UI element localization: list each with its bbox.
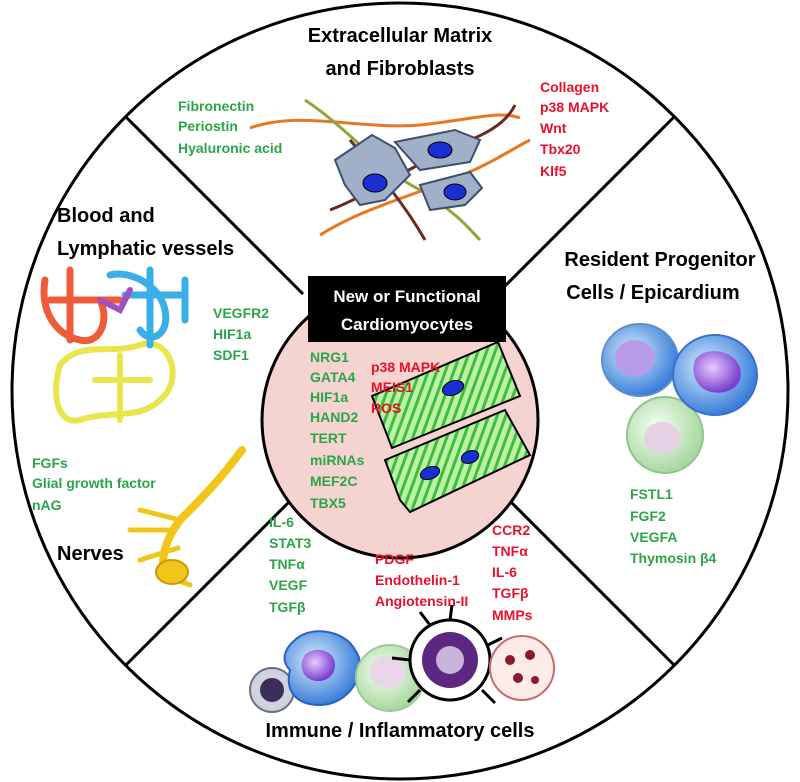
factor-label: MEIS1 [371,379,413,395]
factor-label: CCR2 [492,522,530,538]
factor-label: Hyaluronic acid [178,140,282,156]
progenitor-title-line1: Resident Progenitor [564,249,755,271]
center-green-factors: NRG1 GATA4 HIF1a HAND2 TERT miRNAs MEF2C… [310,349,365,511]
factor-label: VEGFA [630,529,677,545]
center-title-line1: New or Functional [333,287,480,306]
factor-label: Thymosin β4 [630,550,717,566]
ecm-red-factors: Collagen p38 MAPK Wnt Tbx20 Klf5 [540,79,609,179]
factor-label: HAND2 [310,409,358,425]
factor-label: PDGF [375,551,414,567]
factor-label: TGFβ [269,599,306,615]
factor-label: nAG [32,497,62,513]
blood-title-line2: Lymphatic vessels [57,238,234,260]
divider-line [124,486,305,667]
factor-label: TERT [310,430,347,446]
immune-red-factors-a: PDGF Endothelin-1 Angiotensin-II [375,551,468,609]
factor-label: FGFs [32,455,68,471]
immune-red-factors-b: CCR2 TNFα IL-6 TGFβ MMPs [492,522,533,623]
factor-label: Glial growth factor [32,475,156,491]
blood-title-line1: Blood and [57,205,155,227]
immune-green-factors: IL-6 STAT3 TNFα VEGF TGFβ [269,514,311,615]
center-red-factors: p38 MAPK MEIS1 ROS [371,359,440,416]
blood-green-factors: VEGFR2 HIF1a SDF1 [213,305,269,363]
vessel-illustration [40,266,189,424]
factor-label: VEGF [269,577,308,593]
factor-label: GATA4 [310,369,356,385]
nerves-title: Nerves [57,543,124,565]
factor-label: TNFα [269,556,305,572]
factor-label: FSTL1 [630,486,673,502]
immune-title: Immune / Inflammatory cells [266,720,535,742]
factor-label: ROS [371,400,401,416]
progenitor-title-line2: Cells / Epicardium [566,282,739,304]
factor-label: Fibronectin [178,98,254,114]
factor-label: TBX5 [310,495,346,511]
factor-label: Tbx20 [540,141,581,157]
ecm-title-line2: and Fibroblasts [326,58,475,80]
nerves-green-factors: FGFs Glial growth factor nAG [32,455,156,513]
progenitor-green-factors: FSTL1 FGF2 VEGFA Thymosin β4 [630,486,717,566]
center-title-line2: Cardiomyocytes [341,315,473,334]
factor-label: VEGFR2 [213,305,269,321]
progenitor-cells-illustration [601,323,758,474]
ecm-green-factors: Fibronectin Periostin Hyaluronic acid [178,98,282,156]
factor-label: Endothelin-1 [375,572,460,588]
factor-label: FGF2 [630,508,666,524]
factor-label: Periostin [178,118,238,134]
factor-label: STAT3 [269,535,311,551]
factor-label: MEF2C [310,473,357,489]
divider-line [495,115,676,296]
factor-label: MMPs [492,607,533,623]
factor-label: Wnt [540,120,567,136]
center-title-box [308,276,506,342]
factor-label: Angiotensin-II [375,593,468,609]
factor-label: p38 MAPK [371,359,440,375]
factor-label: IL-6 [492,564,517,580]
factor-label: HIF1a [310,389,348,405]
factor-label: IL-6 [269,514,294,530]
ecm-title-line1: Extracellular Matrix [308,25,493,47]
immune-cells-illustration [249,604,555,713]
nerve-illustration [127,446,246,588]
factor-label: p38 MAPK [540,99,609,115]
factor-label: miRNAs [310,452,365,468]
factor-label: TGFβ [492,585,529,601]
factor-label: TNFα [492,543,528,559]
divider-line [124,115,305,296]
factor-label: SDF1 [213,347,249,363]
divider-line [495,486,676,667]
cardiomyocyte-illustration [370,340,532,514]
factor-label: Klf5 [540,163,567,179]
factor-label: Collagen [540,79,599,95]
fibroblast-illustration [249,98,531,242]
factor-label: HIF1a [213,326,251,342]
factor-label: NRG1 [310,349,349,365]
